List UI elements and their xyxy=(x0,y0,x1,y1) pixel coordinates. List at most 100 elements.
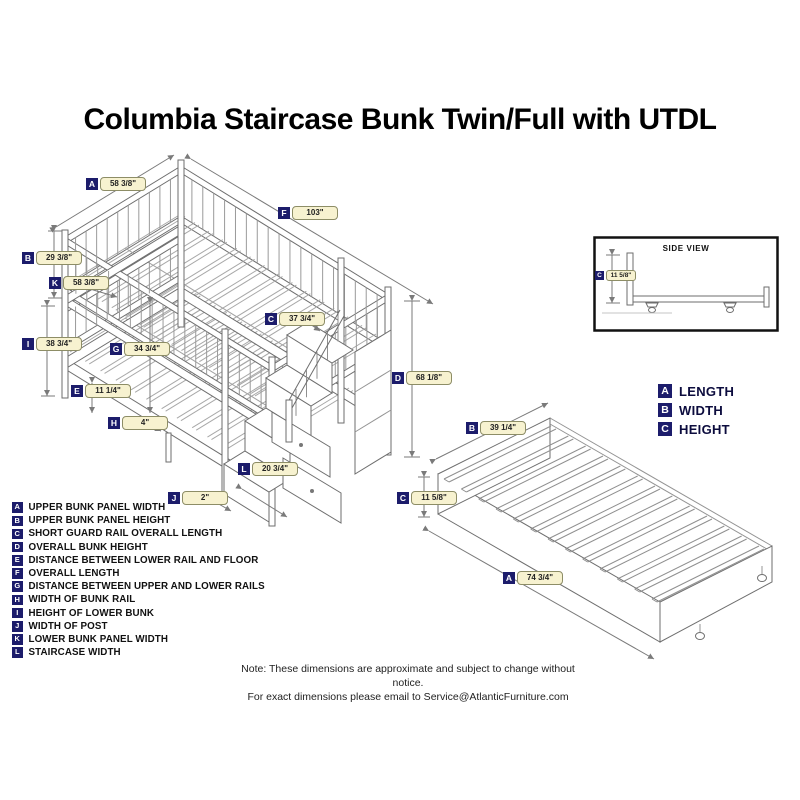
legend-label: UPPER BUNK PANEL WIDTH xyxy=(28,502,166,514)
side-view-inset xyxy=(593,236,779,332)
disclaimer-note: Note: These dimensions are approximate a… xyxy=(228,662,588,704)
letter-badge: F xyxy=(278,207,290,219)
dim-value: 11 1/4" xyxy=(85,384,131,398)
bunk-bed-drawing xyxy=(41,153,434,527)
letter-badge: J xyxy=(12,621,23,632)
legend-label: DISTANCE BETWEEN UPPER AND LOWER RAILS xyxy=(28,581,265,593)
letter-badge: L xyxy=(12,647,23,658)
abc-legend-row: B WIDTH xyxy=(658,402,734,418)
legend-row: J WIDTH OF POST xyxy=(12,620,265,633)
trundle-drawing xyxy=(418,402,773,660)
letter-badge: G xyxy=(12,581,23,592)
dim-value: 58 3/8" xyxy=(100,177,146,191)
legend-row: B UPPER BUNK PANEL HEIGHT xyxy=(12,514,265,527)
legend-row: L STAIRCASE WIDTH xyxy=(12,646,265,659)
letter-badge: C xyxy=(397,492,409,504)
legend-row: C SHORT GUARD RAIL OVERALL LENGTH xyxy=(12,527,265,540)
legend-label: OVERALL BUNK HEIGHT xyxy=(28,541,148,553)
letter-badge: E xyxy=(12,555,23,566)
dimension-key-legend: A UPPER BUNK PANEL WIDTH B UPPER BUNK PANE… xyxy=(12,501,265,659)
legend-row: F OVERALL LENGTH xyxy=(12,567,265,580)
letter-badge: D xyxy=(392,372,404,384)
letter-badge: A xyxy=(503,572,515,584)
dim-value: 11 5/8" xyxy=(411,491,457,505)
dim-value: 34 3/4" xyxy=(124,342,170,356)
abc-legend-label: WIDTH xyxy=(679,402,724,418)
dim-value: 58 3/8" xyxy=(63,276,109,290)
letter-badge: C xyxy=(658,422,672,436)
letter-badge: B xyxy=(466,422,478,434)
letter-badge: G xyxy=(110,343,122,355)
letter-badge: A xyxy=(12,502,23,513)
letter-badge: L xyxy=(238,463,250,475)
note-line-2: For exact dimensions please email to Ser… xyxy=(247,691,569,703)
legend-row: I HEIGHT OF LOWER BUNK xyxy=(12,607,265,620)
dim-value: 38 3/4" xyxy=(36,337,82,351)
dim-value: 68 1/8" xyxy=(406,371,452,385)
dim-value: 37 3/4" xyxy=(279,312,325,326)
letter-badge: K xyxy=(12,634,23,645)
legend-label: STAIRCASE WIDTH xyxy=(28,647,121,659)
legend-row: E DISTANCE BETWEEN LOWER RAIL AND FLOOR xyxy=(12,554,265,567)
letter-badge: D xyxy=(12,541,23,553)
legend-row: H WIDTH OF BUNK RAIL xyxy=(12,593,265,606)
letter-badge: C xyxy=(265,313,277,325)
legend-label: OVERALL LENGTH xyxy=(28,568,120,580)
letter-badge: I xyxy=(22,338,34,350)
letter-badge: C xyxy=(12,528,23,540)
dim-value: 74 3/4" xyxy=(517,571,563,585)
letter-badge: A xyxy=(658,384,672,398)
legend-row: G DISTANCE BETWEEN UPPER AND LOWER RAILS xyxy=(12,580,265,593)
letter-badge: J xyxy=(168,492,180,504)
abc-legend-row: C HEIGHT xyxy=(658,421,734,437)
letter-badge: B xyxy=(658,403,672,417)
letter-badge: H xyxy=(12,594,23,606)
legend-row: A UPPER BUNK PANEL WIDTH xyxy=(12,501,265,514)
note-line-1: Note: These dimensions are approximate a… xyxy=(241,663,575,689)
dim-value: 103" xyxy=(292,206,338,220)
letter-badge: B xyxy=(22,252,34,264)
abc-legend-label: HEIGHT xyxy=(679,421,730,437)
dim-value: 2" xyxy=(182,491,228,505)
legend-label: HEIGHT OF LOWER BUNK xyxy=(28,607,155,619)
letter-badge: I xyxy=(12,607,23,619)
letter-badge: K xyxy=(49,277,61,289)
legend-row: K LOWER BUNK PANEL WIDTH xyxy=(12,633,265,646)
legend-row: D OVERALL BUNK HEIGHT xyxy=(12,541,265,554)
side-view-title: SIDE VIEW xyxy=(662,244,710,253)
letter-badge: B xyxy=(12,515,23,527)
letter-badge: H xyxy=(108,417,120,429)
letter-badge: C xyxy=(595,271,604,280)
legend-label: SHORT GUARD RAIL OVERALL LENGTH xyxy=(28,528,223,540)
dim-value: 20 3/4" xyxy=(252,462,298,476)
dim-value: 11 5/8" xyxy=(606,270,636,281)
letter-badge: A xyxy=(86,178,98,190)
legend-label: UPPER BUNK PANEL HEIGHT xyxy=(28,515,171,527)
dim-value: 4" xyxy=(122,416,168,430)
legend-label: WIDTH OF BUNK RAIL xyxy=(28,594,136,606)
legend-label: WIDTH OF POST xyxy=(28,620,108,632)
dim-value: 29 3/8" xyxy=(36,251,82,265)
legend-label: DISTANCE BETWEEN LOWER RAIL AND FLOOR xyxy=(28,554,259,566)
legend-label: LOWER BUNK PANEL WIDTH xyxy=(28,633,169,645)
letter-badge: F xyxy=(12,568,23,579)
